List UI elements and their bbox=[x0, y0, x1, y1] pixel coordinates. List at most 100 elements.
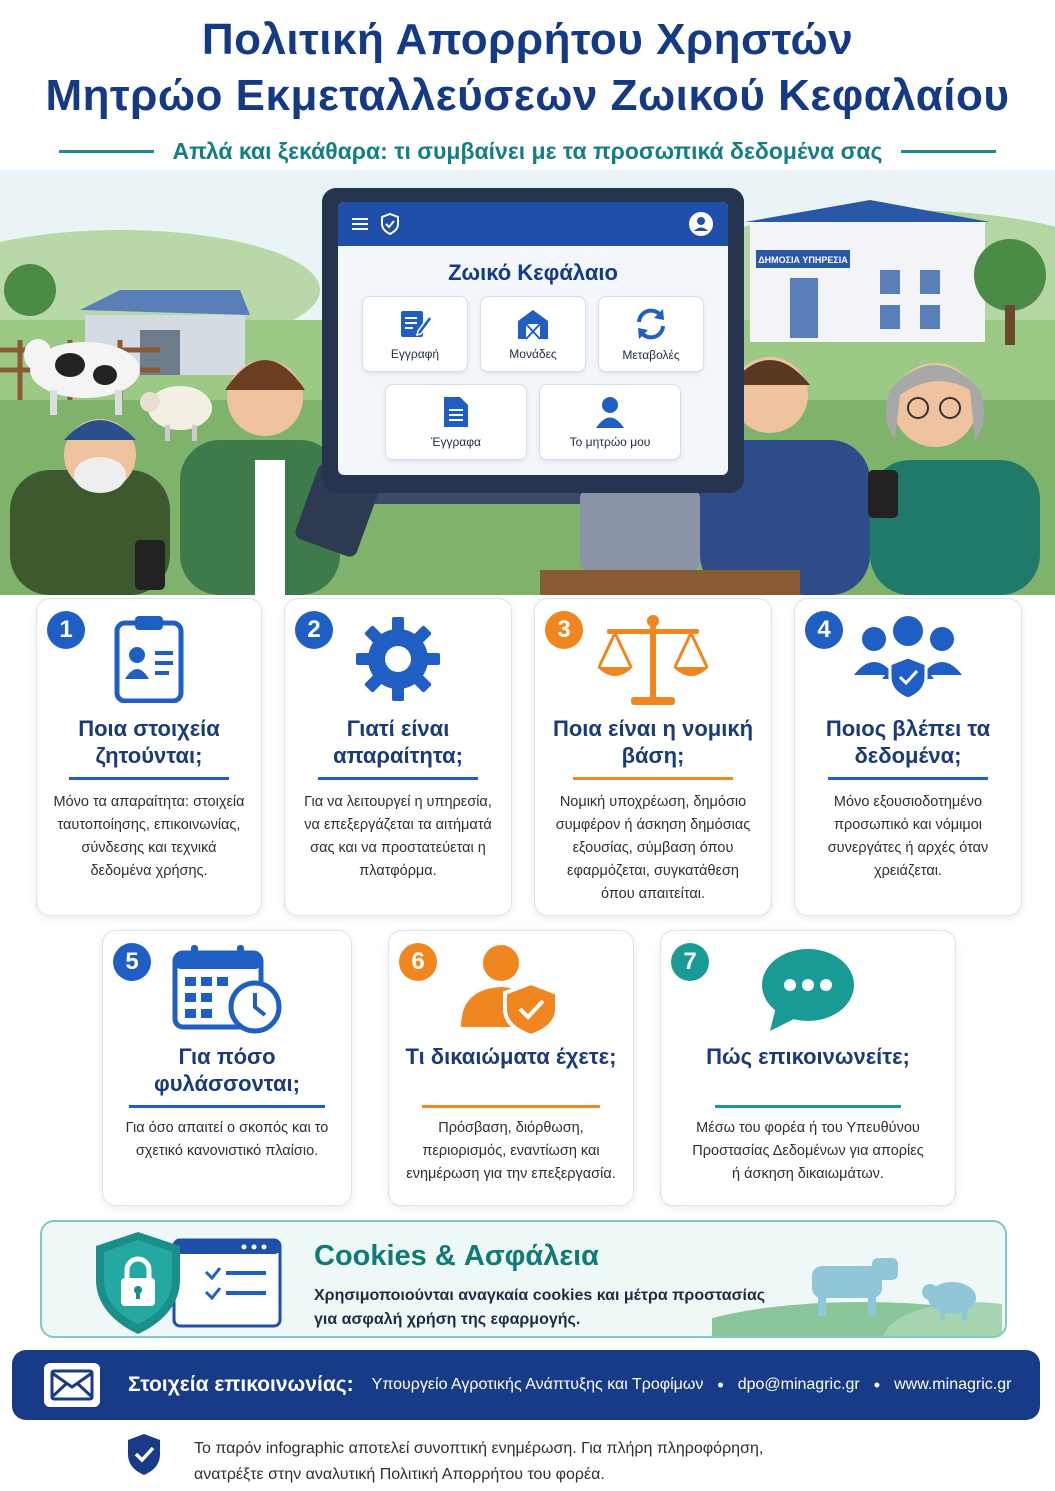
cookies-security-panel: Cookies & Ασφάλεια Χρησιμοποιούνται αναγ… bbox=[40, 1220, 1007, 1338]
card-title: Ποια στοιχεία ζητούνται; bbox=[78, 716, 220, 768]
laptop-screen: Ζωικό Κεφάλαιο Εγγραφή Μονάδες Μεταβολές bbox=[322, 188, 744, 493]
cookies-text-line1: Χρησιμοποιούνται αναγκαία cookies και μέ… bbox=[314, 1287, 766, 1304]
document-icon bbox=[444, 397, 468, 427]
older-woman-illustration bbox=[868, 363, 1040, 595]
user-shield-icon bbox=[461, 945, 559, 1037]
sheep-illustration bbox=[140, 386, 212, 441]
tile-label: Μεταβολές bbox=[622, 348, 680, 362]
card-title: Πώς επικοινωνείτε; bbox=[706, 1044, 910, 1069]
man-laptop-illustration bbox=[540, 357, 870, 595]
card-number: 5 bbox=[113, 943, 151, 981]
mail-icon bbox=[44, 1363, 100, 1407]
tile-label: Το μητρώο μου bbox=[569, 435, 651, 449]
tile-label: Εγγραφή bbox=[390, 347, 440, 361]
shield-check-icon bbox=[128, 1434, 160, 1475]
user-icon bbox=[596, 397, 624, 428]
page-title-line2: Μητρώο Εκμεταλλεύσεων Ζωικού Κεφαλαίου bbox=[45, 71, 1010, 120]
subtitle-row: Απλά και ξεκάθαρα: τι συμβαίνει με τα πρ… bbox=[0, 138, 1055, 165]
card-purpose: 2 Γιατί είναι απαραίτητα; Για να λειτουρ… bbox=[284, 598, 512, 916]
card-text: Για όσο απαιτεί ο σκοπός και το σχετικό … bbox=[125, 1120, 329, 1159]
card-title: Ποια είναι η νομική βάση; bbox=[552, 716, 754, 768]
card-divider bbox=[828, 777, 988, 780]
contact-organization: Υπουργείο Αγροτικής Ανάπτυξης και Τροφίμ… bbox=[371, 1376, 704, 1393]
gear-icon bbox=[356, 617, 440, 701]
account-icon[interactable] bbox=[688, 211, 714, 237]
cookies-text-line2: για ασφαλή χρήση της εφαρμογής. bbox=[314, 1311, 581, 1328]
tile-documents[interactable]: Έγγραφα bbox=[385, 384, 527, 460]
people-shield-icon bbox=[854, 616, 962, 701]
card-title: Τι δικαιώματα έχετε; bbox=[405, 1044, 617, 1069]
app-window: Ζωικό Κεφάλαιο Εγγραφή Μονάδες Μεταβολές bbox=[338, 202, 728, 475]
cookies-title: Cookies & Ασφάλεια bbox=[314, 1240, 600, 1272]
tile-register[interactable]: Εγγραφή bbox=[362, 296, 468, 372]
card-text: Νομική υποχρέωση, δημόσιο συμφέρον ή άσκ… bbox=[555, 794, 751, 902]
subtitle: Απλά και ξεκάθαρα: τι συμβαίνει με τα πρ… bbox=[172, 138, 883, 164]
card-divider bbox=[422, 1105, 600, 1108]
refresh-icon bbox=[637, 308, 665, 340]
subtitle-rule-left bbox=[59, 150, 155, 153]
page-title-line1: Πολιτική Απορρήτου Χρηστών bbox=[201, 15, 854, 64]
id-clipboard-icon bbox=[114, 616, 184, 703]
scales-icon bbox=[597, 615, 709, 705]
separator-dot: • bbox=[873, 1374, 881, 1395]
building-sign: ΔΗΜΟΣΙΑ ΥΠΗΡΕΣΙΑ bbox=[758, 255, 848, 265]
footer-text-line2: ανατρέξτε στην αναλυτική Πολιτική Απορρή… bbox=[194, 1466, 605, 1483]
card-title: Γιατί είναι απαραίτητα; bbox=[333, 716, 463, 768]
contact-label: Στοιχεία επικοινωνίας: bbox=[128, 1373, 354, 1396]
chat-icon bbox=[762, 949, 854, 1031]
card-number: 7 bbox=[671, 943, 709, 981]
app-tiles-row1: Εγγραφή Μονάδες Μεταβολές bbox=[338, 296, 728, 372]
contact-bar: Στοιχεία επικοινωνίας: Υπουργείο Αγροτικ… bbox=[12, 1350, 1040, 1420]
card-number: 6 bbox=[399, 943, 437, 981]
card-number: 2 bbox=[295, 611, 333, 649]
card-contact: 7 Πώς επικοινωνείτε; Μέσω του φορέα ή το… bbox=[660, 930, 956, 1206]
tile-label: Έγγραφα bbox=[431, 435, 481, 449]
card-divider bbox=[129, 1105, 325, 1108]
tile-my-registry[interactable]: Το μητρώο μου bbox=[539, 384, 681, 460]
card-divider bbox=[573, 777, 733, 780]
header: Πολιτική Απορρήτου Χρηστών Μητρώο Εκμετα… bbox=[0, 0, 1055, 175]
tile-units[interactable]: Μονάδες bbox=[480, 296, 586, 372]
edit-icon bbox=[401, 311, 432, 337]
separator-dot: • bbox=[717, 1374, 724, 1395]
card-divider bbox=[318, 777, 478, 780]
card-divider bbox=[715, 1105, 901, 1108]
public-building-illustration: ΔΗΜΟΣΙΑ ΥΠΗΡΕΣΙΑ bbox=[745, 200, 990, 342]
app-title: Ζωικό Κεφάλαιο bbox=[448, 260, 618, 285]
card-divider bbox=[69, 777, 229, 780]
barn-icon bbox=[518, 310, 548, 340]
card-title: Για πόσο φυλάσσονται; bbox=[154, 1044, 300, 1096]
cookies-text: Χρησιμοποιούνται αναγκαία cookies και μέ… bbox=[314, 1284, 765, 1332]
card-text: Μέσω του φορέα ή του Υπευθύνου Προστασία… bbox=[692, 1120, 924, 1182]
card-recipients: 4 Ποιος βλέπει τα δεδομένα; Μόνο εξουσιο… bbox=[794, 598, 1022, 916]
footer-text-line1: Το παρόν infographic αποτελεί συνοπτική … bbox=[194, 1440, 764, 1457]
card-retention: 5 Για πόσο φυλάσσονται; Για όσο απαιτεί … bbox=[102, 930, 352, 1206]
card-number: 3 bbox=[545, 611, 583, 649]
tile-changes[interactable]: Μεταβολές bbox=[598, 296, 704, 372]
card-title: Ποιος βλέπει τα δεδομένα; bbox=[825, 716, 991, 768]
calendar-clock-icon bbox=[172, 945, 282, 1034]
footer-text: Το παρόν infographic αποτελεί συνοπτική … bbox=[194, 1436, 954, 1488]
app-bar bbox=[338, 202, 728, 246]
card-text: Πρόσβαση, διόρθωση, περιορισμός, εναντίω… bbox=[406, 1120, 616, 1182]
hero-illustration: ΔΗΜΟΣΙΑ ΥΠΗΡΕΣΙΑ bbox=[0, 170, 1055, 595]
cow-illustration bbox=[24, 339, 140, 415]
contact-website-link[interactable]: www.minagric.gr bbox=[894, 1376, 1012, 1393]
card-text: Για να λειτουργεί η υπηρεσία, να επεξεργ… bbox=[304, 794, 492, 879]
app-tiles-row2: Έγγραφα Το μητρώο μου bbox=[338, 384, 728, 460]
shield-icon bbox=[380, 213, 400, 235]
contact-items: Υπουργείο Αγροτικής Ανάπτυξης και Τροφίμ… bbox=[372, 1375, 1012, 1396]
card-data-collected: 1 Ποια στοιχεία ζητούνται; Μόνο τα απαρα… bbox=[36, 598, 262, 916]
card-number: 4 bbox=[805, 611, 843, 649]
card-rights: 6 Τι δικαιώματα έχετε; Πρόσβαση, διόρθωσ… bbox=[388, 930, 634, 1206]
card-legal-basis: 3 Ποια είναι η νομική βάση; Νομική υποχρ… bbox=[534, 598, 772, 916]
subtitle-rule-right bbox=[900, 150, 996, 153]
farmer-illustration bbox=[10, 419, 170, 595]
contact-email-link[interactable]: dpo@minagric.gr bbox=[737, 1376, 860, 1393]
card-text: Μόνο εξουσιοδοτημένο προσωπικό και νόμιμ… bbox=[827, 794, 989, 879]
menu-icon[interactable] bbox=[352, 217, 368, 231]
tile-label: Μονάδες bbox=[509, 347, 557, 361]
lock-shield-icon bbox=[96, 1232, 282, 1334]
footer-note: Το παρόν infographic αποτελεί συνοπτική … bbox=[126, 1432, 1026, 1483]
farm-silhouette-illustration bbox=[712, 1258, 1002, 1336]
